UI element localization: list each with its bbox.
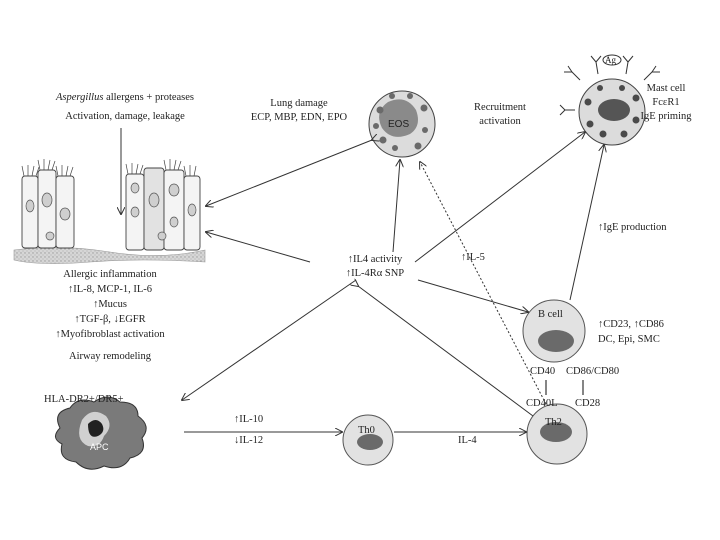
recruitment-line2: activation: [479, 116, 521, 127]
inflammation-line: ↑TGF-β, ↓EGFR: [74, 314, 146, 325]
airway-remodeling: Airway remodeling: [69, 351, 151, 362]
inflammation-line: ↑IL-8, MCP-1, IL-6: [68, 284, 152, 295]
recruitment-line1: Recruitment: [474, 102, 526, 113]
b-cell-label: B cell: [538, 309, 563, 320]
th0-label: Th0: [358, 425, 375, 436]
il4-activity-label: ↑IL4 activity: [347, 254, 403, 265]
il12-label: ↓IL-12: [234, 435, 264, 446]
aspergillus-rest: allergens + proteases: [103, 92, 195, 103]
inflammation-line: ↑Mucus: [93, 299, 127, 310]
th2-cell: [526, 403, 588, 465]
mast-cell-label: Mast cell: [646, 83, 686, 94]
fcer1-label: FcεR1: [652, 97, 680, 108]
antigen-label: Ag: [605, 55, 616, 65]
eos-label: EOS: [388, 119, 410, 130]
il5-label: ↑IL-5: [461, 252, 485, 263]
cd86-cd80-label: CD86/CD80: [566, 366, 620, 377]
b-cell-markers: ↑CD23, ↑CD86: [598, 319, 664, 330]
th2-label: Th2: [545, 417, 562, 428]
eos-cell: [368, 90, 436, 158]
lung-damage-mediators: ECP, MBP, EDN, EPO: [250, 112, 348, 123]
epithelium-illustration: [13, 128, 206, 264]
inflammation-heading: Allergic inflammation: [63, 269, 157, 280]
epithelium-subtitle: Activation, damage, leakage: [65, 111, 185, 122]
th0-cell: [342, 414, 394, 466]
cd40l-label: CD40L: [526, 398, 558, 409]
il10-label: ↑IL-10: [234, 414, 264, 425]
aspergillus-italic: Aspergillus: [55, 92, 104, 103]
cd40-label: CD40: [530, 366, 556, 377]
arrows: [182, 132, 604, 432]
mast-cell: [559, 54, 660, 146]
apc-cell: [55, 396, 147, 470]
lung-damage-title: Lung damage: [270, 98, 328, 109]
inflammation-line: ↑Myofibroblast activation: [55, 329, 165, 340]
il4-label: IL-4: [458, 435, 477, 446]
ige-production-label: ↑IgE production: [598, 222, 667, 233]
apc-label: APC: [90, 442, 109, 452]
hla-label: HLA-DR2+/DR5+: [44, 394, 124, 405]
cd28-label: CD28: [575, 398, 601, 409]
il4ra-snp-label: ↑IL-4Rα SNP: [345, 268, 405, 279]
b-cell-sources: DC, Epi, SMC: [598, 334, 660, 345]
ige-priming-label: IgE priming: [640, 111, 692, 122]
b-cell: [522, 299, 586, 363]
costim-links: [545, 380, 584, 395]
aspergillus-title: Aspergillus allergens + proteases: [40, 91, 210, 104]
